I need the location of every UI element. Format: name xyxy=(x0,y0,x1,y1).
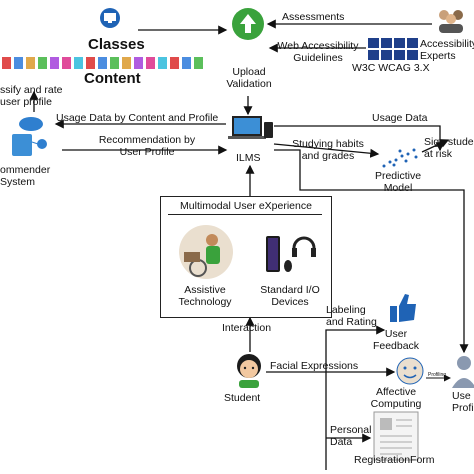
wcag-label: W3C WCAG 3.X xyxy=(352,62,430,74)
accessibility-symbols-icon xyxy=(368,38,420,60)
mux-box xyxy=(160,196,332,318)
student-avatar-icon xyxy=(232,352,266,388)
recycle-upload-icon xyxy=(230,6,266,42)
arrow-ilms-profile xyxy=(274,149,469,354)
guidelines-label: Web Accessibility Guidelines xyxy=(277,40,359,64)
devices-icon xyxy=(226,114,274,144)
assistive-label: Assistive Technology xyxy=(178,284,232,308)
classify-label: ssify and rate user profile xyxy=(0,84,63,108)
accessibility-experts-label: Accessibility Experts xyxy=(420,38,474,62)
keyboard-headset-icon xyxy=(260,226,320,276)
mux-title: Multimodal User eXperience xyxy=(180,200,312,212)
affective-label: Affective Computing xyxy=(370,386,422,410)
studying-habits-label: Studying habits and grades xyxy=(292,138,364,162)
thumbs-up-icon xyxy=(388,292,418,324)
cloud-network-icon xyxy=(4,114,54,160)
ilms-label: ILMS xyxy=(236,152,261,164)
standard-io-label: Standard I/O Devices xyxy=(260,284,320,308)
recommendation-label: Recommendation by User Profile xyxy=(98,134,196,158)
people-group-icon xyxy=(434,6,468,34)
assessments-label: Assessments xyxy=(282,11,345,23)
labeling-label: Labeling and Rating xyxy=(326,304,377,328)
emotion-face-icon xyxy=(394,356,426,386)
student-label: Student xyxy=(224,392,261,404)
user-feedback-label: User Feedback xyxy=(372,328,420,352)
usage-by-content-label: Usage Data by Content and Profile xyxy=(56,112,219,124)
arrow-labeling xyxy=(325,325,386,470)
classes-label: Classes xyxy=(88,36,145,53)
user-profile-label: Use Profil xyxy=(452,390,474,414)
mux-divider xyxy=(168,214,322,215)
interaction-label: Interaction xyxy=(222,322,272,334)
arrow-predictive-sign xyxy=(421,139,450,153)
profiling-tiny-label: Profiling xyxy=(428,372,447,378)
document-stack-icon xyxy=(0,55,210,71)
assistive-tech-icon xyxy=(176,222,236,280)
sign-students-label: Sign stude at risk xyxy=(424,136,474,160)
facial-label: Facial Expressions xyxy=(270,360,359,372)
usage-data-label: Usage Data xyxy=(372,112,428,124)
registration-label: RegistrationForm xyxy=(354,454,435,466)
personal-data-label: Personal Data xyxy=(330,424,372,448)
scatter-dots-icon xyxy=(380,144,422,170)
predictive-label: Predictive Model xyxy=(374,170,422,194)
upload-validation-label: Upload Validation xyxy=(226,66,272,90)
content-label: Content xyxy=(84,70,141,87)
monitor-icon xyxy=(98,8,122,28)
arrow-ilms-predictive xyxy=(273,143,380,158)
recommender-label: ommender System xyxy=(0,164,51,188)
user-silhouette-icon xyxy=(450,354,474,388)
form-document-icon xyxy=(372,410,420,462)
